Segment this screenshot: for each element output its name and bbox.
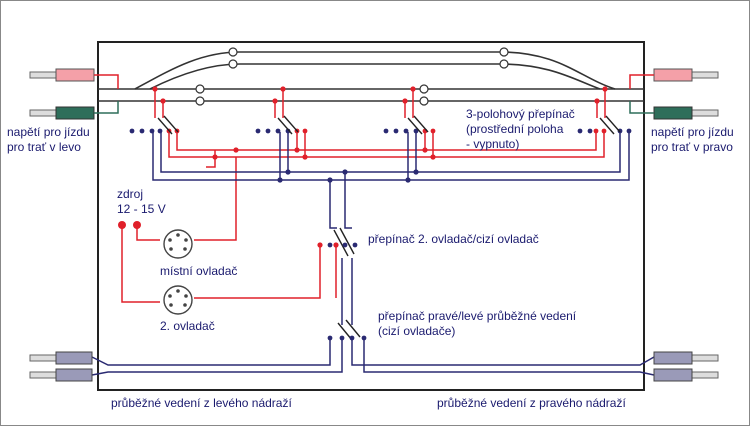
through-left-label: průběžné vedení z levého nádraží xyxy=(111,396,292,410)
left-power-label-1: napětí pro jízdu xyxy=(7,125,90,139)
switch3-label-2: (prostřední poloha xyxy=(466,122,564,136)
red-junction-dots xyxy=(118,86,608,248)
right-power-connectors xyxy=(629,68,719,120)
left-power-label-2: pro trať v levo xyxy=(7,140,81,154)
red-wires xyxy=(121,89,606,303)
source-label-2: 12 - 15 V xyxy=(117,202,166,216)
through-switch-label-2: (cizí ovladače) xyxy=(378,324,455,338)
source-terminal-1 xyxy=(118,221,126,229)
blue-wires xyxy=(91,132,655,376)
left-through-connectors xyxy=(29,351,93,382)
right-power-label-1: napětí pro jízdu xyxy=(651,125,734,139)
din-socket-second xyxy=(163,285,193,315)
controller-switch-label: přepínač 2. ovladač/cizí ovladač xyxy=(368,232,539,246)
through-switch-label-1: přepínač pravé/levé průběžné vedení xyxy=(378,309,577,323)
local-controller-label: místní ovladač xyxy=(160,264,237,278)
left-power-connectors xyxy=(29,68,119,120)
tracks xyxy=(98,51,644,102)
switch3-label-1: 3-polohový přepínač xyxy=(466,107,575,121)
switch-levers xyxy=(157,115,621,341)
board-outline xyxy=(97,41,645,391)
source-label-1: zdroj xyxy=(117,187,143,201)
blue-junction-dots xyxy=(277,169,419,183)
switch-terminal-rows xyxy=(129,128,632,134)
source-terminal-2 xyxy=(133,221,141,229)
center-switch-terminals xyxy=(327,242,367,341)
second-controller-label: 2. ovladač xyxy=(160,319,215,333)
right-power-label-2: pro trať v pravo xyxy=(651,140,733,154)
switch3-label-3: - vypnuto) xyxy=(466,137,519,151)
track-insulator-circles xyxy=(195,47,509,106)
din-socket-local xyxy=(163,229,193,259)
through-right-label: průběžné vedení z pravého nádraží xyxy=(437,396,626,410)
right-through-connectors xyxy=(653,351,719,382)
